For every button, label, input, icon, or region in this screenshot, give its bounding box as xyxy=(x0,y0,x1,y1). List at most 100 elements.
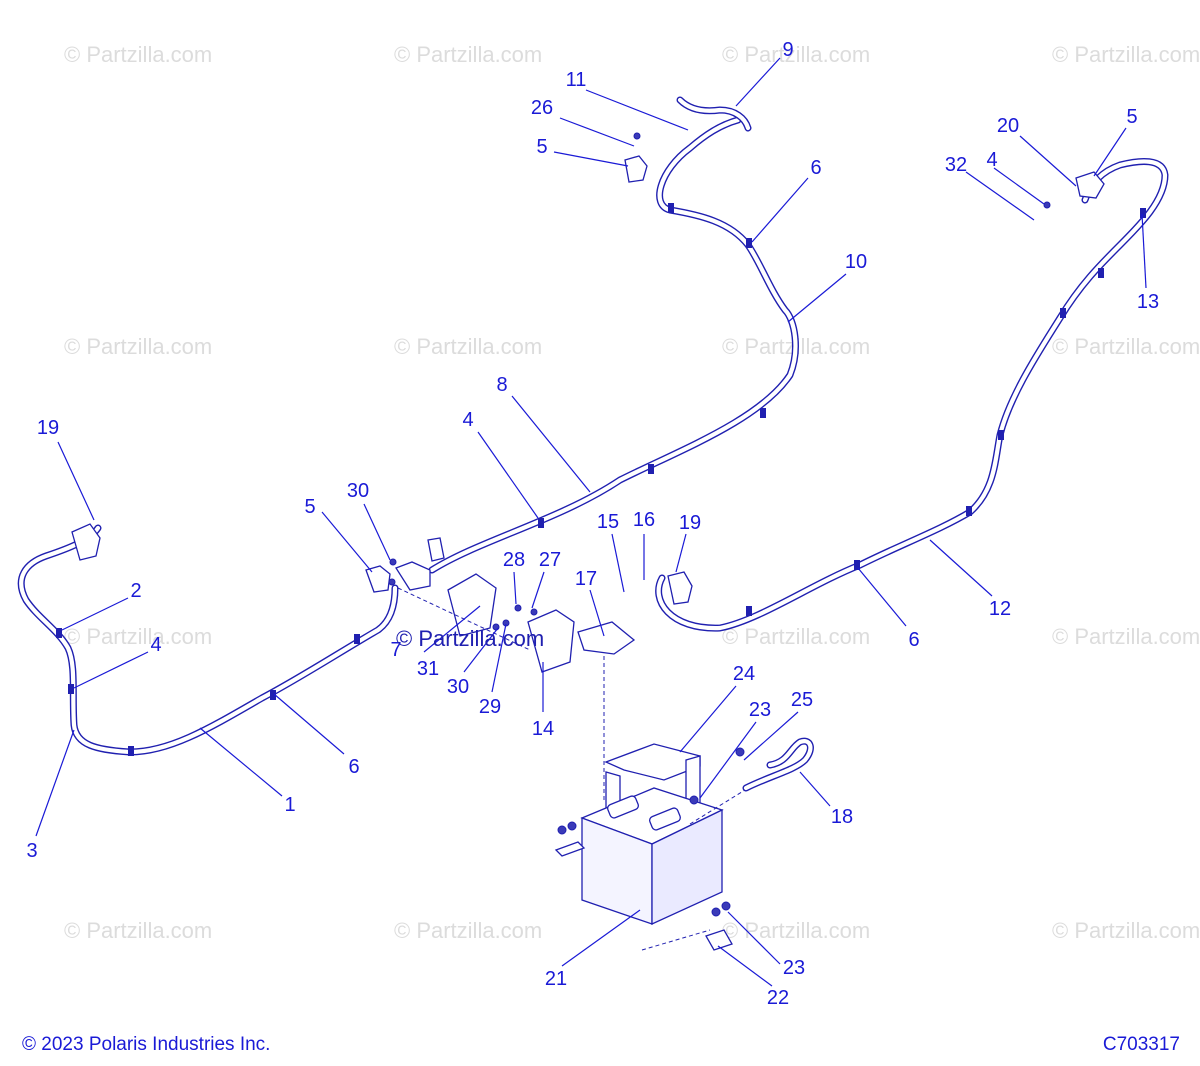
cable-band xyxy=(538,518,544,528)
terminal-boot xyxy=(667,571,693,605)
bolt xyxy=(689,795,699,805)
callout-2: 2 xyxy=(130,580,141,602)
callout-22: 22 xyxy=(767,987,789,1009)
leader-layer xyxy=(35,57,1147,987)
battery-cap xyxy=(649,807,681,831)
cable-band xyxy=(270,690,276,700)
callout-23: 23 xyxy=(749,699,771,721)
callout-29: 29 xyxy=(479,696,501,718)
callout-8: 8 xyxy=(496,374,507,396)
bolt xyxy=(721,901,731,911)
bolt xyxy=(735,747,745,757)
cable-band xyxy=(68,684,74,694)
callout-15: 15 xyxy=(597,511,619,533)
callout-27: 27 xyxy=(539,549,561,571)
callout-18: 18 xyxy=(831,806,853,828)
callout-32: 32 xyxy=(945,154,967,176)
callout-7: 7 xyxy=(390,639,401,661)
watermark: © Partzilla.com xyxy=(64,624,212,649)
battery-cap xyxy=(607,795,639,819)
fuse-holder xyxy=(447,573,497,637)
cable-layer xyxy=(17,96,1169,792)
callout-4: 4 xyxy=(150,634,161,656)
terminal-boot xyxy=(624,155,648,183)
nut xyxy=(514,604,522,612)
nut xyxy=(388,578,396,586)
watermark: © Partzilla.com xyxy=(722,918,870,943)
watermark: © Partzilla.com xyxy=(64,918,212,943)
parts-layer xyxy=(71,132,1105,951)
callout-31: 31 xyxy=(417,658,439,680)
watermark: © Partzilla.com xyxy=(1052,334,1200,359)
watermark: © Partzilla.com xyxy=(64,334,212,359)
cable-band xyxy=(668,203,674,213)
cable-band xyxy=(854,560,860,570)
callout-5: 5 xyxy=(1126,106,1137,128)
watermark: © Partzilla.com xyxy=(394,918,542,943)
callout-5: 5 xyxy=(536,136,547,158)
callout-6: 6 xyxy=(810,157,821,179)
callout-10: 10 xyxy=(845,251,867,273)
cable-band xyxy=(128,746,134,756)
watermark: © Partzilla.com xyxy=(1052,42,1200,67)
callout-layer: 1 2 3 4 4 4 5 5 5 6 6 6 7 8 9 10 11 12 1… xyxy=(26,39,1159,1009)
watermark: © Partzilla.com xyxy=(722,42,870,67)
bracket-22 xyxy=(705,929,733,951)
terminal-block-14 xyxy=(527,609,575,673)
callout-20: 20 xyxy=(997,115,1019,137)
callout-9: 9 xyxy=(782,39,793,61)
cable-band xyxy=(746,238,752,248)
callout-6: 6 xyxy=(348,756,359,778)
cover-17 xyxy=(577,621,636,655)
nut xyxy=(633,132,641,140)
cable-band xyxy=(1098,268,1104,278)
cable-band xyxy=(56,628,62,638)
callout-16: 16 xyxy=(633,509,655,531)
callout-19: 19 xyxy=(679,512,701,534)
callout-24: 24 xyxy=(733,663,755,685)
figure-code: C703317 xyxy=(1102,1034,1180,1055)
bolt xyxy=(567,821,577,831)
callout-25: 25 xyxy=(791,689,813,711)
callout-30: 30 xyxy=(447,676,469,698)
callout-26: 26 xyxy=(531,97,553,119)
callout-14: 14 xyxy=(532,718,554,740)
callout-11: 11 xyxy=(566,69,587,91)
callout-17: 17 xyxy=(575,568,597,590)
nut xyxy=(1043,201,1051,209)
cable-band xyxy=(998,430,1004,440)
cable-band xyxy=(1140,208,1146,218)
callout-21: 21 xyxy=(545,968,567,990)
cable-band xyxy=(966,506,972,516)
watermark: © Partzilla.com xyxy=(722,624,870,649)
assembly-line xyxy=(689,789,746,825)
callout-6: 6 xyxy=(908,629,919,651)
battery-side xyxy=(651,808,723,926)
callout-1: 1 xyxy=(284,794,295,816)
callout-23: 23 xyxy=(783,957,805,979)
watermark: © Partzilla.com xyxy=(394,334,542,359)
cable-band xyxy=(746,606,752,616)
callout-4: 4 xyxy=(462,409,473,431)
cable-band xyxy=(760,408,766,418)
cable-band xyxy=(354,634,360,644)
terminal-boot xyxy=(427,537,445,562)
terminal-boot xyxy=(71,523,101,561)
bolt xyxy=(557,825,567,835)
terminal-boot xyxy=(395,561,431,591)
watermark: © Partzilla.com xyxy=(1052,918,1200,943)
watermark: © Partzilla.com xyxy=(1052,624,1200,649)
cable-band xyxy=(1060,308,1066,318)
cable-band xyxy=(648,464,654,474)
bolt xyxy=(711,907,721,917)
terminal-boot xyxy=(1075,171,1105,199)
callout-19: 19 xyxy=(37,417,59,439)
watermark: © Partzilla.com xyxy=(64,42,212,67)
callout-30: 30 xyxy=(347,480,369,502)
callout-4: 4 xyxy=(986,149,997,171)
copyright-text: © 2023 Polaris Industries Inc. xyxy=(22,1034,271,1055)
assembly-line xyxy=(641,929,711,951)
nut xyxy=(530,608,538,616)
callout-5: 5 xyxy=(304,496,315,518)
